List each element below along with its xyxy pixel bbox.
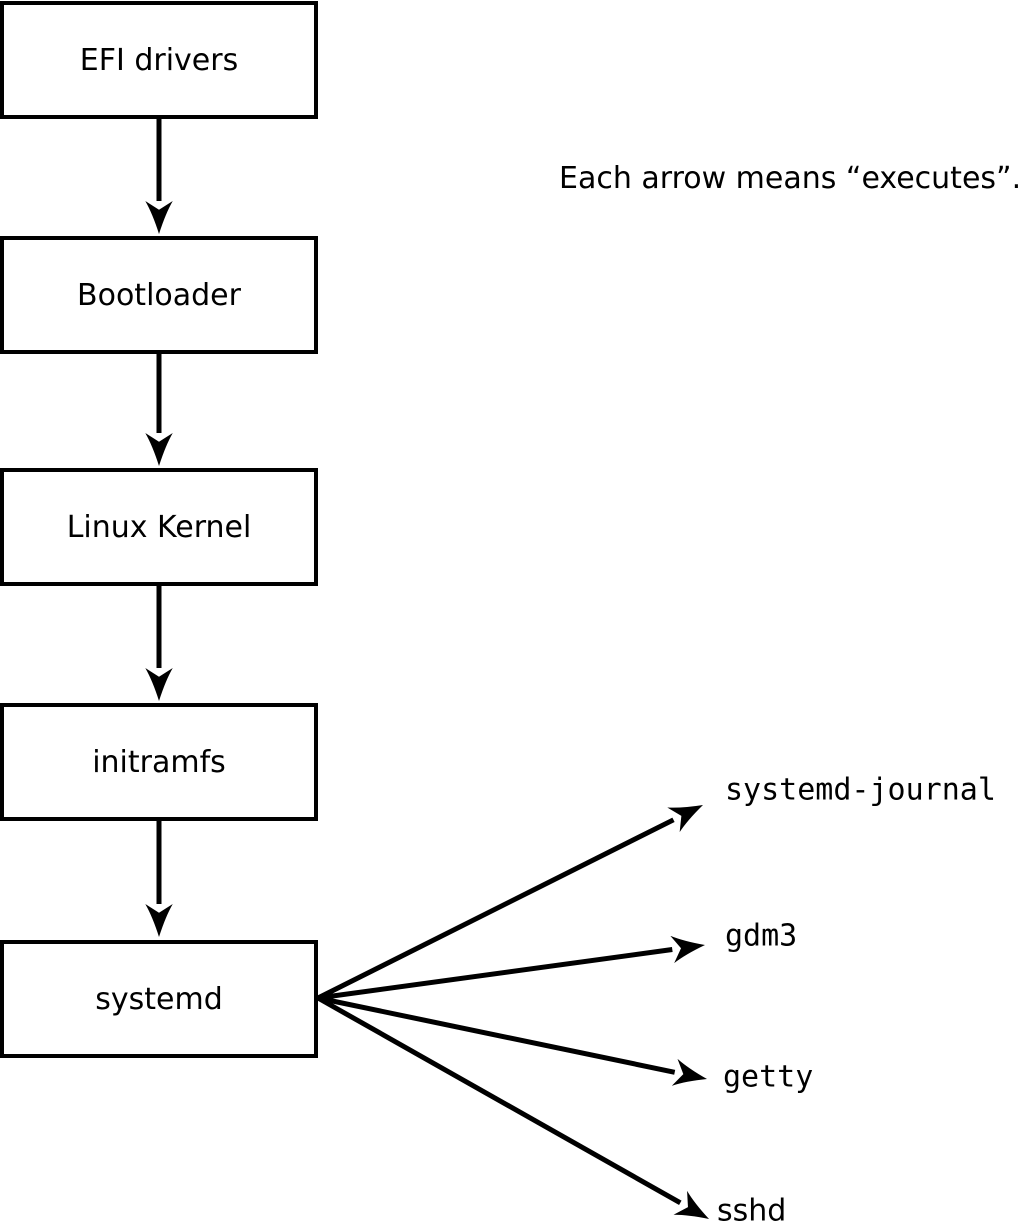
node-linux-kernel: Linux Kernel — [0, 468, 318, 586]
node-efi-drivers-label: EFI drivers — [79, 42, 239, 78]
node-bootloader-label: Bootloader — [77, 277, 241, 313]
node-systemd-label: systemd — [95, 981, 223, 1017]
node-initramfs: initramfs — [0, 703, 318, 821]
node-initramfs-label: initramfs — [92, 744, 226, 780]
caption-arrow-meaning: Each arrow means “executes”. — [559, 161, 1022, 196]
arrow-systemd-to-journal — [316, 805, 704, 1001]
service-label-getty: getty — [723, 1059, 814, 1095]
node-systemd: systemd — [0, 940, 318, 1058]
node-linux-kernel-label: Linux Kernel — [66, 509, 252, 545]
service-label-systemd-journal: systemd-journal — [725, 772, 996, 808]
arrow-systemd-to-getty — [317, 995, 708, 1086]
service-label-gdm3: gdm3 — [725, 918, 798, 954]
node-bootloader: Bootloader — [0, 236, 318, 354]
arrow-systemd-to-gdm3 — [317, 935, 705, 1001]
service-label-sshd: sshd — [717, 1193, 787, 1229]
arrow-systemd-to-sshd — [316, 995, 710, 1220]
node-efi-drivers: EFI drivers — [0, 1, 318, 119]
